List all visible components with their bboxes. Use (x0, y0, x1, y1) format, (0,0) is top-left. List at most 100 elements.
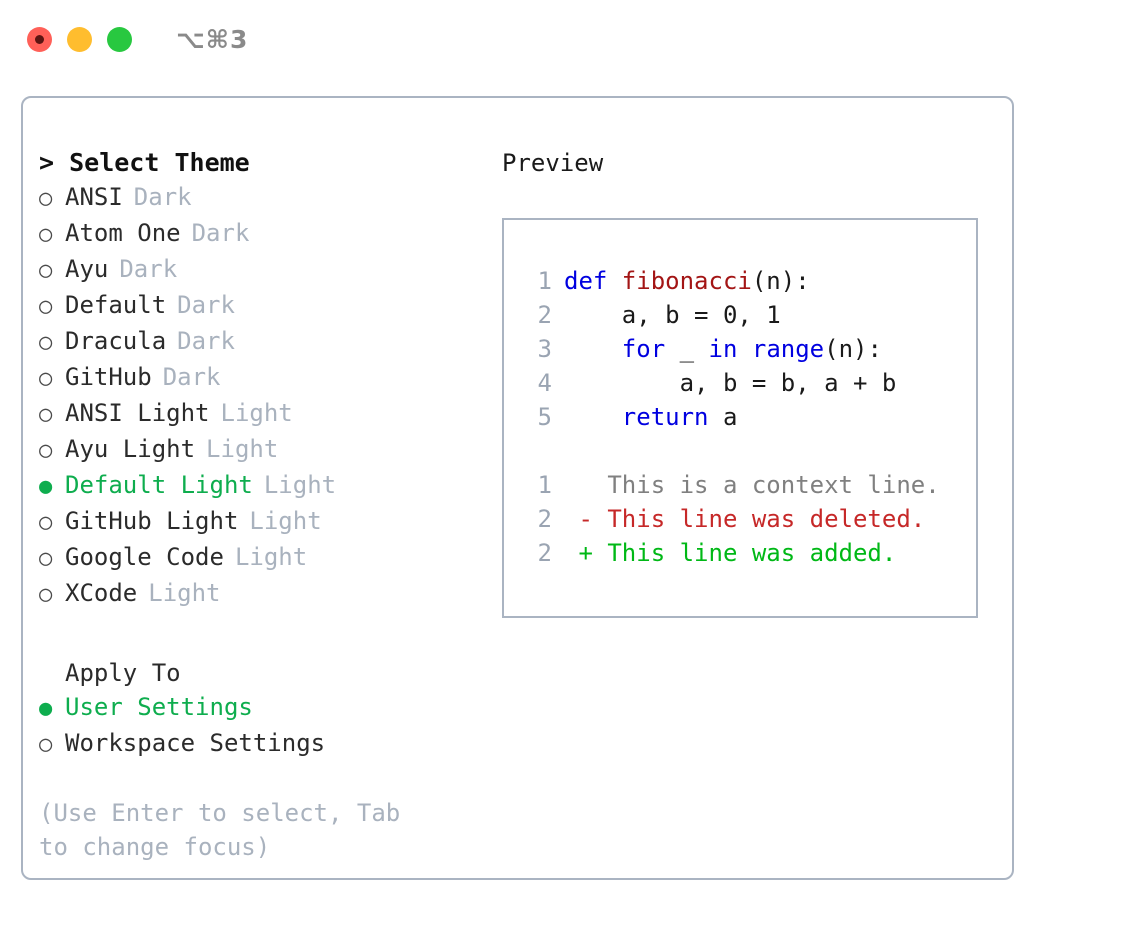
theme-option-dracula[interactable]: ○ Dracula Dark (39, 324, 479, 360)
theme-variant-tag: Dark (133, 183, 192, 211)
diff-line-add: 2 + This line was added. (522, 536, 976, 570)
apply-to-option-label: User Settings (65, 693, 253, 721)
code-token-pl (737, 335, 751, 363)
radio-unselected-icon: ○ (39, 330, 53, 355)
radio-selected-icon: ● (39, 696, 53, 721)
code-token-kw: range (751, 335, 825, 363)
radio-unselected-icon: ○ (39, 732, 53, 757)
theme-variant-tag: Dark (177, 291, 235, 319)
theme-option-label: ANSI (65, 183, 123, 211)
theme-variant-tag: Light (220, 399, 293, 427)
code-token-pl: a, b = b, a + b (564, 369, 897, 397)
code-line: 4 a, b = b, a + b (522, 366, 976, 400)
radio-unselected-icon: ○ (39, 186, 53, 211)
radio-unselected-icon: ○ (39, 510, 53, 535)
diff-line-del: 2 - This line was deleted. (522, 502, 976, 536)
code-line: 5 return a (522, 400, 976, 434)
code-token-pl: a, b = 0, 1 (564, 301, 781, 329)
apply-to-header: Apply To (65, 659, 181, 687)
line-number: 3 (537, 335, 552, 363)
line-number: 2 (537, 505, 552, 533)
code-text: a, b = b, a + b (564, 366, 897, 400)
theme-variant-tag: Light (206, 435, 279, 463)
code-token-pl: (n): (824, 335, 882, 363)
minimize-button-icon[interactable] (67, 26, 92, 52)
theme-option-google-code[interactable]: ○ Google Code Light (39, 540, 479, 576)
radio-unselected-icon: ○ (39, 366, 53, 391)
radio-unselected-icon: ○ (39, 438, 53, 463)
theme-option-github[interactable]: ○ GitHub Dark (39, 360, 479, 396)
theme-variant-tag: Dark (177, 327, 235, 355)
diff-sample: 1 This is a context line. 2 - This line w… (522, 468, 976, 570)
code-token-pl (564, 403, 622, 431)
theme-option-label: XCode (65, 579, 138, 607)
theme-option-xcode[interactable]: ○ XCode Light (39, 576, 479, 612)
code-text: a, b = 0, 1 (564, 298, 781, 332)
line-number: 1 (537, 267, 552, 295)
diff-text: + This line was added. (564, 539, 897, 567)
preview-label: Preview (502, 149, 604, 177)
theme-variant-tag: Dark (162, 363, 221, 391)
title-bar: ⌥⌘3 (0, 0, 1140, 78)
keyboard-shortcut-label: ⌥⌘3 (176, 24, 249, 54)
theme-option-ansi[interactable]: ○ ANSI Dark (39, 180, 479, 216)
apply-to-list: ● User Settings ○Workspace Settings (39, 690, 479, 762)
theme-option-github-light[interactable]: ○ GitHub Light Light (39, 504, 479, 540)
radio-unselected-icon: ○ (39, 402, 53, 427)
radio-unselected-icon: ○ (39, 258, 53, 283)
theme-option-label: Default Light (65, 471, 253, 499)
keyboard-hint-text: (Use Enter to select, Tab to change focu… (39, 799, 415, 861)
code-token-fn: fibonacci (621, 267, 752, 295)
line-number: 2 (537, 539, 552, 567)
theme-variant-tag: Dark (191, 219, 250, 247)
theme-option-atom-one[interactable]: ○ Atom One Dark (39, 216, 479, 252)
code-token-kw: for (621, 335, 666, 363)
apply-to-option-user-settings[interactable]: ● User Settings (39, 690, 479, 726)
theme-variant-tag: Light (234, 543, 308, 571)
theme-variant-tag: Light (148, 579, 221, 607)
code-text: for _ in range(n): (564, 332, 882, 366)
line-number: 1 (537, 471, 552, 499)
diff-text: - This line was deleted. (564, 505, 926, 533)
theme-option-label: Atom One (65, 219, 181, 247)
code-token-kw: return (621, 403, 709, 431)
maximize-button-icon[interactable] (107, 26, 132, 52)
radio-unselected-icon: ○ (39, 546, 53, 571)
theme-option-label: Dracula (65, 327, 167, 355)
theme-option-ansi-light[interactable]: ○ ANSI Light Light (39, 396, 479, 432)
theme-option-label: GitHub Light (65, 507, 239, 535)
code-token-pl: (n): (751, 267, 810, 295)
code-spacer (522, 434, 976, 468)
theme-option-label: ANSI Light (65, 399, 210, 427)
theme-variant-tag: Light (263, 471, 337, 499)
theme-option-label: Google Code (65, 543, 224, 571)
radio-unselected-icon: ○ (39, 582, 53, 607)
code-line: 1 def fibonacci(n): (522, 264, 976, 298)
code-line: 2 a, b = 0, 1 (522, 298, 976, 332)
code-text: return a (564, 400, 738, 434)
close-button-icon[interactable] (27, 26, 52, 52)
line-number: 4 (537, 369, 552, 397)
apply-to-option-workspace-settings[interactable]: ○Workspace Settings (39, 726, 479, 762)
theme-option-label: GitHub (65, 363, 152, 391)
code-token-pl: _ (665, 335, 709, 363)
code-token-kw: def (564, 267, 622, 295)
line-number: 5 (537, 403, 552, 431)
theme-option-label: Default (65, 291, 167, 319)
code-text: def fibonacci(n): (564, 264, 810, 298)
radio-unselected-icon: ○ (39, 222, 53, 247)
code-line: 3 for _ in range(n): (522, 332, 976, 366)
theme-variant-tag: Dark (119, 255, 178, 283)
theme-variant-tag: Light (249, 507, 322, 535)
diff-text: This is a context line. (564, 471, 940, 499)
